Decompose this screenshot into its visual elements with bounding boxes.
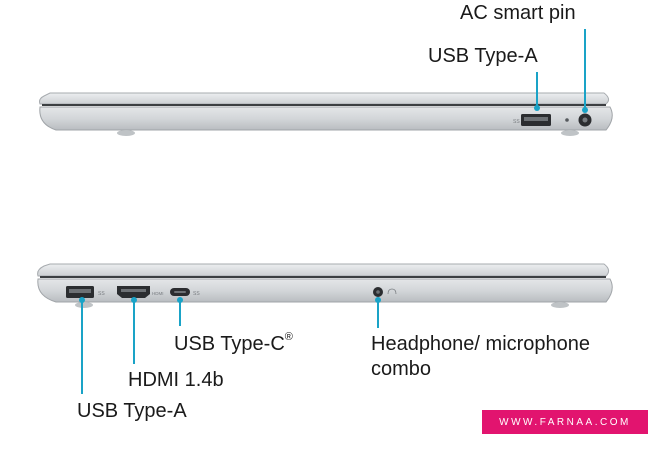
svg-text:HDMI: HDMI	[152, 291, 164, 296]
label-usb-type-a-right: USB Type-A	[428, 45, 538, 67]
svg-text:SS: SS	[513, 119, 520, 125]
svg-text:SS: SS	[193, 291, 200, 297]
ac-power-port-icon	[578, 113, 592, 127]
charge-led-icon	[565, 118, 569, 122]
svg-text:SS: SS	[98, 291, 105, 297]
label-ac-smart-pin: AC smart pin	[460, 2, 576, 24]
registered-mark: ®	[284, 331, 293, 343]
hdmi-port-icon	[117, 286, 150, 298]
label-headphone-microphone-combo: Headphone/ microphone combo	[371, 333, 591, 380]
laptop-left-side: SS HDMI SS	[37, 263, 613, 394]
usb-c-port-icon	[170, 288, 190, 296]
label-usb-type-c-text: USB Type-C	[174, 333, 285, 355]
usb-a-port-icon	[521, 114, 551, 126]
label-usb-type-c: USB Type-C®	[174, 331, 293, 355]
watermark-banner: WWW.FARNAA.COM	[482, 410, 648, 434]
headphone-jack-icon	[373, 287, 383, 297]
laptop-right-side: SS	[39, 29, 613, 136]
label-usb-type-a-left: USB Type-A	[77, 400, 187, 422]
usb-a-port-icon	[66, 286, 94, 298]
label-hdmi: HDMI 1.4b	[128, 369, 224, 391]
